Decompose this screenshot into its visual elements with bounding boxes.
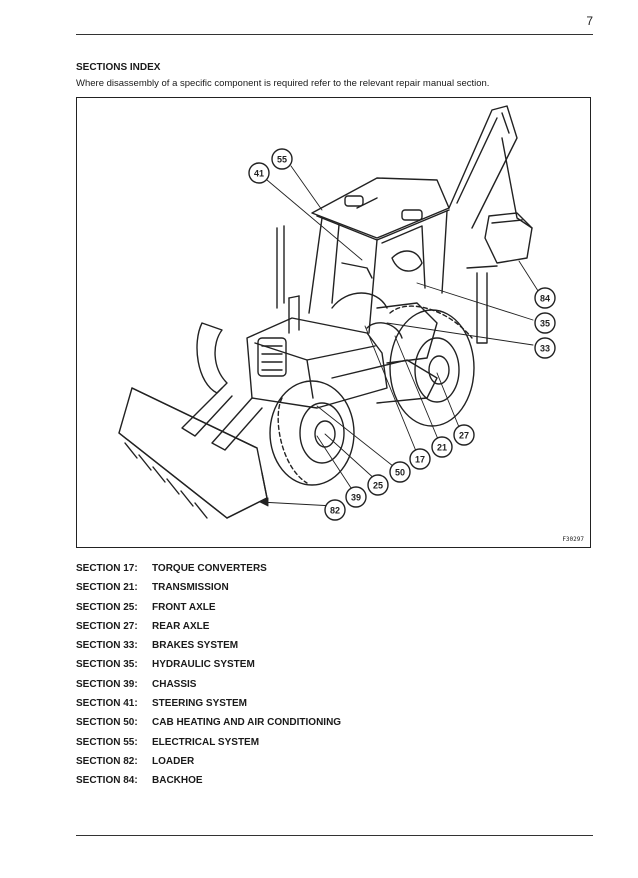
callout-label: 17 bbox=[415, 455, 425, 465]
section-row: SECTION 27: REAR AXLE bbox=[76, 621, 516, 640]
callout-label: 55 bbox=[277, 155, 287, 165]
loader-bucket-drawing bbox=[118, 387, 268, 519]
section-name: FRONT AXLE bbox=[152, 601, 216, 613]
section-row: SECTION 33: BRAKES SYSTEM bbox=[76, 640, 516, 659]
section-row: SECTION 50: CAB HEATING AND AIR CONDITION… bbox=[76, 717, 516, 736]
section-code: SECTION 41: bbox=[76, 698, 138, 710]
callout-label: 82 bbox=[330, 506, 340, 516]
section-code: SECTION 25: bbox=[76, 601, 138, 613]
callout-35: 35 bbox=[534, 312, 556, 334]
callout-label: 21 bbox=[437, 443, 447, 453]
section-row: SECTION 35: HYDRAULIC SYSTEM bbox=[76, 659, 516, 678]
section-row: SECTION 55: ELECTRICAL SYSTEM bbox=[76, 737, 516, 756]
callout-55: 55 bbox=[271, 148, 293, 170]
callout-33: 33 bbox=[534, 337, 556, 359]
section-row: SECTION 21: TRANSMISSION bbox=[76, 582, 516, 601]
section-code: SECTION 39: bbox=[76, 678, 138, 690]
section-code: SECTION 17: bbox=[76, 563, 138, 574]
section-name: REAR AXLE bbox=[152, 620, 210, 632]
section-code: SECTION 50: bbox=[76, 717, 138, 729]
callout-27: 27 bbox=[453, 424, 475, 446]
section-row: SECTION 25: FRONT AXLE bbox=[76, 602, 516, 621]
callout-label: 35 bbox=[540, 319, 550, 329]
section-subtitle: Where disassembly of a specific componen… bbox=[76, 78, 490, 89]
section-code: SECTION 84: bbox=[76, 775, 138, 787]
section-name: TRANSMISSION bbox=[152, 582, 229, 594]
callout-39: 39 bbox=[345, 486, 367, 508]
leader-lines bbox=[259, 165, 541, 507]
section-code: SECTION 35: bbox=[76, 659, 138, 671]
section-row: SECTION 84: BACKHOE bbox=[76, 775, 516, 794]
section-name: LOADER bbox=[152, 755, 195, 767]
backhoe-loader-figure: 55 41 84 35 33 27 21 17 bbox=[76, 97, 591, 548]
section-code: SECTION 27: bbox=[76, 620, 138, 632]
section-name: STEERING SYSTEM bbox=[152, 698, 248, 710]
callout-17: 17 bbox=[409, 448, 431, 470]
section-row: SECTION 82: LOADER bbox=[76, 756, 516, 775]
callout-label: 27 bbox=[459, 431, 469, 441]
section-name: CAB HEATING AND AIR CONDITIONING bbox=[152, 717, 342, 729]
callout-84: 84 bbox=[534, 287, 556, 309]
callout-label: 84 bbox=[540, 294, 550, 304]
section-name: BRAKES SYSTEM bbox=[152, 640, 239, 652]
section-name: TORQUE CONVERTERS bbox=[152, 563, 267, 574]
backhoe-loader-illustration: 55 41 84 35 33 27 21 17 bbox=[118, 105, 556, 521]
engine-hood-drawing bbox=[246, 225, 438, 409]
section-code: SECTION 33: bbox=[76, 640, 138, 652]
section-name: BACKHOE bbox=[152, 775, 203, 787]
section-name: ELECTRICAL SYSTEM bbox=[152, 736, 260, 748]
top-rule bbox=[76, 34, 593, 35]
callout-label: 50 bbox=[395, 468, 405, 478]
bottom-rule bbox=[76, 835, 593, 836]
section-code: SECTION 55: bbox=[76, 736, 138, 748]
section-code: SECTION 82: bbox=[76, 755, 138, 767]
callout-82: 82 bbox=[324, 499, 346, 521]
cab-drawing bbox=[308, 177, 450, 334]
page-number: 7 bbox=[586, 14, 593, 28]
section-name: CHASSIS bbox=[152, 678, 197, 690]
section-row: SECTION 39: CHASSIS bbox=[76, 679, 516, 698]
callout-label: 25 bbox=[373, 481, 383, 491]
section-title: SECTIONS INDEX bbox=[76, 62, 161, 73]
wheels-drawing bbox=[196, 305, 475, 486]
callout-21: 21 bbox=[431, 436, 453, 458]
callout-50: 50 bbox=[389, 461, 411, 483]
callout-label: 39 bbox=[351, 493, 361, 503]
section-name: HYDRAULIC SYSTEM bbox=[152, 659, 255, 671]
section-row: SECTION 41: STEERING SYSTEM bbox=[76, 698, 516, 717]
callout-41: 41 bbox=[248, 162, 270, 184]
callout-25: 25 bbox=[367, 474, 389, 496]
section-row: SECTION 17: TORQUE CONVERTERS bbox=[76, 563, 516, 582]
callout-label: 41 bbox=[254, 169, 264, 179]
figure-id: F30297 bbox=[562, 536, 584, 543]
section-list: SECTION 17: TORQUE CONVERTERS SECTION 21:… bbox=[76, 563, 516, 795]
section-code: SECTION 21: bbox=[76, 582, 138, 594]
backhoe-arm-drawing bbox=[448, 105, 533, 344]
callout-label: 33 bbox=[540, 344, 550, 354]
